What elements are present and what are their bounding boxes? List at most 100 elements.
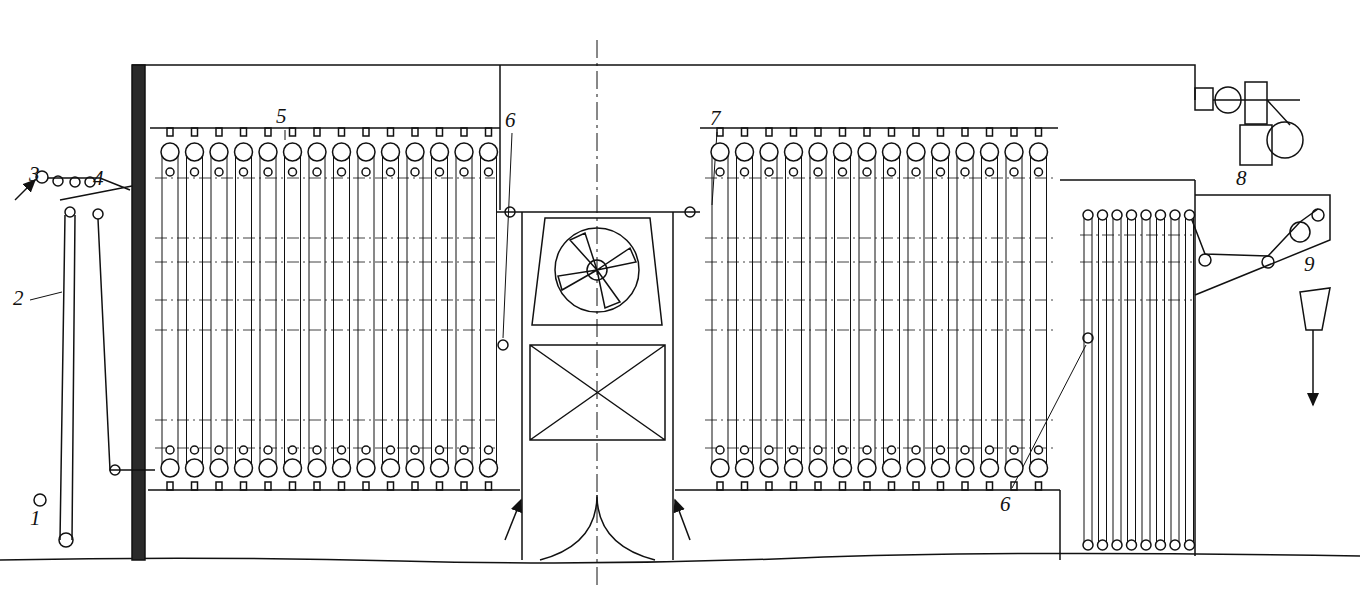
fabric-loop (1171, 215, 1179, 545)
small-roller (240, 168, 248, 176)
center-line (597, 40, 598, 590)
loop-roller (1030, 459, 1048, 477)
small-roller (912, 446, 920, 454)
fabric-loop (908, 154, 924, 468)
fabric-loop (1128, 215, 1136, 545)
rail-tooth (265, 482, 271, 490)
cooling-roller (1098, 540, 1108, 550)
cooling-roller (1156, 210, 1166, 220)
rail-tooth (938, 482, 944, 490)
leader-line (30, 292, 62, 300)
loop-roller (809, 459, 827, 477)
rail-tooth (167, 482, 173, 490)
roller (93, 209, 103, 219)
fabric-loop (1084, 215, 1092, 545)
small-roller (191, 446, 199, 454)
partition (499, 65, 501, 210)
fabric-loop (810, 154, 826, 468)
rail-tooth (913, 482, 919, 490)
small-roller (765, 168, 773, 176)
top-rail (700, 127, 1058, 129)
small-roller (411, 446, 419, 454)
exit-frame (1195, 195, 1330, 295)
loop-roller (259, 143, 277, 161)
chain-line (1080, 235, 1192, 236)
roller (1312, 209, 1324, 221)
rail-tooth (766, 128, 772, 136)
small-roller (215, 446, 223, 454)
loop-roller (210, 143, 228, 161)
festoon-loops (150, 128, 1195, 550)
loop-roller (956, 143, 974, 161)
rail-tooth (742, 482, 748, 490)
entry-frame (48, 178, 132, 200)
loop-roller (907, 459, 925, 477)
loop-roller (932, 143, 950, 161)
floor-line (0, 553, 1360, 562)
loop-roller (406, 143, 424, 161)
loop-roller (235, 459, 253, 477)
small-roller (338, 446, 346, 454)
rail-tooth (815, 482, 821, 490)
rail-tooth (938, 128, 944, 136)
small-roller (166, 168, 174, 176)
small-roller (313, 446, 321, 454)
small-roller (362, 168, 370, 176)
small-roller (166, 446, 174, 454)
callout-number: 3 (29, 164, 40, 185)
callout-number: 9 (1304, 254, 1315, 275)
cooling-roller (1112, 540, 1122, 550)
fabric-loop (835, 154, 851, 468)
callout-number: 1 (30, 508, 41, 529)
small-roller (888, 446, 896, 454)
callout-number: 5 (276, 106, 287, 127)
rail-tooth (1036, 128, 1042, 136)
loop-roller (1005, 143, 1023, 161)
fabric-loop (162, 154, 178, 468)
rail-tooth (412, 128, 418, 136)
roller (1199, 254, 1211, 266)
small-roller (289, 446, 297, 454)
fabric-loop (1113, 215, 1121, 545)
left-wall (132, 65, 145, 560)
small-roller (264, 168, 272, 176)
rail-tooth (766, 482, 772, 490)
chain-line (705, 330, 1053, 331)
leader-line (503, 133, 512, 338)
chain-line (705, 300, 1053, 301)
small-roller (289, 168, 297, 176)
rail-tooth (791, 482, 797, 490)
rail-tooth (339, 482, 345, 490)
small-roller (215, 168, 223, 176)
rail-tooth (486, 128, 492, 136)
small-roller (338, 168, 346, 176)
small-roller (888, 168, 896, 176)
loop-roller (480, 143, 498, 161)
small-roller (1010, 446, 1018, 454)
loop-roller (161, 143, 179, 161)
callout-number: 2 (13, 288, 24, 309)
fabric-loop (383, 154, 399, 468)
loop-roller (284, 143, 302, 161)
rail-tooth (339, 128, 345, 136)
fabric-loop (309, 154, 325, 468)
loop-roller (186, 143, 204, 161)
small-roller (264, 446, 272, 454)
rail-tooth (216, 482, 222, 490)
rail-tooth (840, 128, 846, 136)
loop-roller (308, 143, 326, 161)
loop-roller (455, 143, 473, 161)
loop-roller (333, 459, 351, 477)
fabric-loop (1142, 215, 1150, 545)
rail-tooth (1011, 482, 1017, 490)
fabric-arrow (1312, 330, 1314, 405)
exit-fabric (1190, 209, 1318, 256)
loop-roller (431, 459, 449, 477)
small-roller (411, 168, 419, 176)
fabric-loop (334, 154, 350, 468)
rail-tooth (1036, 482, 1042, 490)
loop-roller (284, 459, 302, 477)
cooling-roller (1112, 210, 1122, 220)
loop-roller (785, 459, 803, 477)
